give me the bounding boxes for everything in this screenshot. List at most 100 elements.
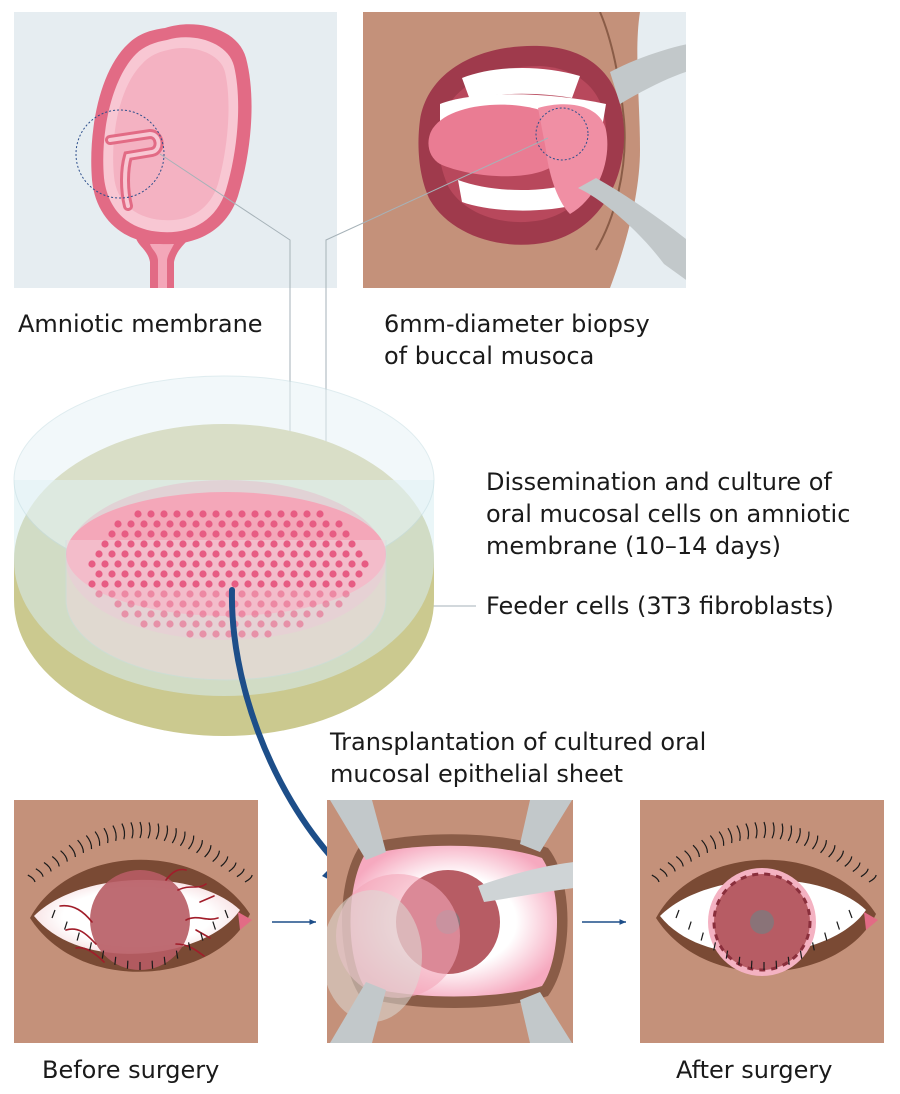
cell-dot <box>121 550 129 558</box>
eyelash <box>236 868 245 878</box>
eyelash <box>848 909 853 919</box>
cell-dot <box>179 540 187 548</box>
cell-dot <box>186 610 194 618</box>
cell-dot <box>95 550 103 558</box>
cell-dot <box>166 520 174 528</box>
cell-dot <box>147 530 155 538</box>
cell-dot <box>296 600 304 608</box>
eyelash <box>244 874 253 883</box>
eyelash <box>139 821 143 839</box>
label-transplant-line-2: mucosal epithelial sheet <box>330 760 624 788</box>
eyelash <box>43 862 52 872</box>
cell-dot <box>303 610 311 618</box>
culture-cells <box>88 510 369 638</box>
label-amniotic-membrane: Amniotic membrane <box>18 310 263 338</box>
cell-dot <box>114 560 122 568</box>
cell-dot <box>257 600 265 608</box>
cell-dot <box>270 580 278 588</box>
cell-dot <box>192 520 200 528</box>
cell-dot <box>101 540 109 548</box>
cell-dot <box>283 600 291 608</box>
cell-dot <box>303 590 311 598</box>
cell-dot <box>186 530 194 538</box>
cell-dot <box>296 620 304 628</box>
cell-dot <box>166 580 174 588</box>
eyelash <box>799 950 803 959</box>
cell-dot <box>199 530 207 538</box>
cell-dot <box>303 570 311 578</box>
cell-dot <box>199 590 207 598</box>
eyelash <box>76 932 80 941</box>
cell-dot <box>251 590 259 598</box>
cell-dot <box>277 610 285 618</box>
cell-dot <box>186 590 194 598</box>
cell-dot <box>134 590 142 598</box>
cell-dot <box>309 520 317 528</box>
cell-dot <box>290 550 298 558</box>
cell-dot <box>205 560 213 568</box>
cell-dot <box>322 540 330 548</box>
cell-dot <box>225 530 233 538</box>
eyelash <box>200 932 204 941</box>
cell-dot <box>160 530 168 538</box>
cell-dot <box>134 530 142 538</box>
eyelash <box>852 862 861 872</box>
eyelash <box>196 840 203 854</box>
eyelashes-before <box>27 821 253 970</box>
cell-dot <box>270 620 278 628</box>
eyelash <box>684 850 692 862</box>
eyelash <box>828 845 836 858</box>
cell-dot <box>303 510 311 518</box>
cell-dot <box>238 630 246 638</box>
cell-dot <box>192 620 200 628</box>
cell-dot <box>218 540 226 548</box>
eyelash <box>85 835 93 850</box>
cell-dot <box>231 560 239 568</box>
eyelash <box>745 823 750 840</box>
eyelash <box>163 956 166 965</box>
cell-dot <box>166 600 174 608</box>
eyelash <box>824 932 828 941</box>
cell-dot <box>283 560 291 568</box>
cell-dot <box>264 550 272 558</box>
cell-dot <box>322 600 330 608</box>
cell-dot <box>166 620 174 628</box>
cell-dot <box>251 630 259 638</box>
eyelash <box>779 823 784 840</box>
cell-dot <box>121 530 129 538</box>
cell-dot <box>290 570 298 578</box>
eyelashes-after <box>651 821 877 970</box>
cell-dot <box>277 510 285 518</box>
cell-dot <box>335 600 343 608</box>
cell-dot <box>199 610 207 618</box>
cell-dot <box>231 580 239 588</box>
cell-dot <box>316 550 324 558</box>
cell-dot <box>329 530 337 538</box>
cell-dot <box>238 510 246 518</box>
eyelash <box>51 909 56 919</box>
eyelash <box>701 839 709 853</box>
cell-dot <box>264 630 272 638</box>
cell-dot <box>342 530 350 538</box>
eyelash <box>212 850 221 863</box>
cell-dot <box>244 600 252 608</box>
cell-dot <box>342 550 350 558</box>
eyelash <box>820 840 827 854</box>
eyelash <box>220 856 229 867</box>
cell-dot <box>270 600 278 608</box>
cell-dot <box>166 560 174 568</box>
cell-dot <box>127 580 135 588</box>
cell-dot <box>88 580 96 588</box>
cell-dot <box>342 570 350 578</box>
cell-dot <box>140 560 148 568</box>
cell-dot <box>257 520 265 528</box>
cell-dot <box>95 590 103 598</box>
eyelash <box>725 950 729 959</box>
cell-dot <box>296 560 304 568</box>
open-mouth-retractor-illustration <box>363 12 686 288</box>
eyelash <box>771 822 775 839</box>
cell-dot <box>173 610 181 618</box>
cell-dot <box>153 560 161 568</box>
eyelash <box>795 828 801 844</box>
